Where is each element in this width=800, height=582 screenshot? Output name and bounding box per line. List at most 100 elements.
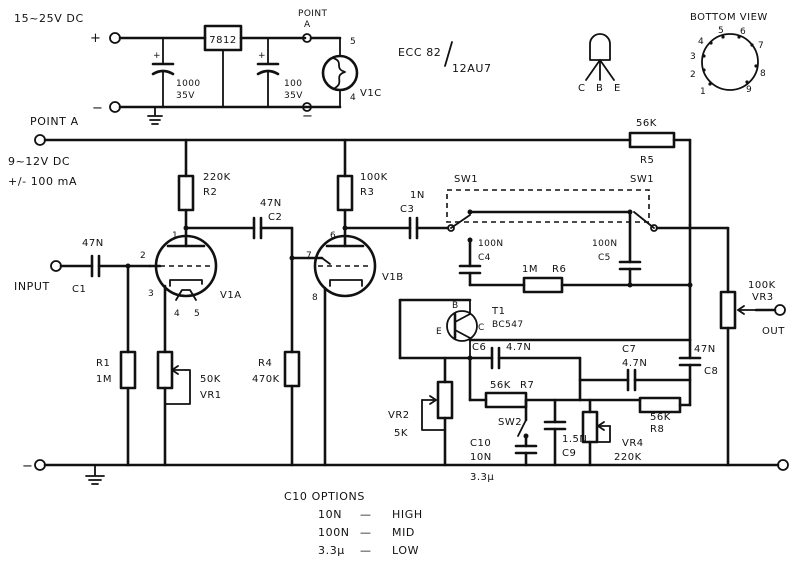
vr3-ref: VR3: [752, 292, 774, 303]
socket-pin-3: 3: [690, 52, 696, 62]
capacitor-c2: 47N C2: [252, 198, 282, 240]
r5-ref: R5: [640, 155, 654, 166]
supply-input-capacitor: + 1000 35V: [151, 37, 200, 108]
c6-value: 4.7N: [506, 342, 531, 353]
resistor-r2: 220K R2: [177, 138, 230, 212]
main-ground-symbol: [85, 464, 105, 485]
supply-minus-terminal: [109, 101, 121, 113]
tube-v1a: 1 2 3 4 5 V1A: [140, 208, 241, 354]
point-a-label: POINT A: [30, 115, 79, 128]
point-a-terminal: [34, 134, 46, 146]
pinout-c: C: [578, 83, 585, 94]
v1b-pin7: 7: [306, 251, 312, 261]
socket-pin-4: 4: [698, 37, 704, 47]
transistor-body-icon: [589, 33, 611, 61]
c8-ref: C8: [704, 366, 718, 377]
ground-left-minus: −: [22, 459, 34, 474]
main-circuit: POINT A 9~12V DC +/- 100 mA − 56K R5 INP…: [8, 115, 789, 485]
r8-ref: R8: [650, 424, 664, 435]
supply-plus-label: +: [90, 31, 102, 46]
c10-below-value: 3.3µ: [470, 472, 494, 483]
c10-option-dash: —: [360, 508, 372, 521]
c7-ref: C7: [622, 344, 636, 355]
c10-ref: C10: [470, 438, 491, 449]
v1a-pin3: 3: [148, 289, 154, 299]
tube-type-label: ECC 82 12AU7: [398, 41, 492, 75]
c10-option-dash: —: [360, 544, 372, 557]
input-terminal: [50, 260, 62, 272]
capacitor-c9: 1.5N C9: [543, 398, 587, 467]
r7-value: 56K: [490, 380, 511, 391]
v1a-pin2: 2: [140, 251, 146, 261]
t1-c-label: C: [478, 323, 485, 333]
c10-options-title: C10 OPTIONS: [284, 490, 365, 503]
supply-point-label: POINT: [298, 9, 327, 19]
heater-pin-bottom: 4: [350, 93, 356, 103]
heater-pin-top: 5: [350, 37, 356, 47]
supply-minus-label: −: [92, 101, 104, 116]
c5-value: 100N: [592, 239, 618, 249]
c10-option-setting: MID: [392, 526, 415, 539]
sw1-ref-right: SW1: [630, 174, 654, 185]
supply-plus-terminal: [109, 32, 121, 44]
c10-options-note: C10 OPTIONS 10N — HIGH 100N — MID 3.3µ —…: [284, 490, 422, 557]
resistor-r4: R4 470K: [252, 350, 301, 467]
socket-pin-2: 2: [690, 70, 696, 80]
v1a-pin4: 4: [174, 309, 180, 319]
sw2-ref: SW2: [498, 417, 522, 428]
switch-sw1: SW1 SW1: [446, 174, 730, 243]
capacitor-c7: C7 4.7N: [578, 344, 692, 392]
c10-option-dash: —: [360, 526, 372, 539]
v1b-ref: V1B: [382, 272, 404, 283]
c4-value: 100N: [478, 239, 504, 249]
pinout-b: B: [596, 83, 603, 94]
v1a-pin1: 1: [172, 231, 178, 241]
capacitor-c6: C6 4.7N: [468, 342, 582, 370]
supply-ground-symbol: [147, 106, 163, 125]
c4-ref: C4: [478, 253, 491, 263]
heater-v1c: 5 4 V1C: [321, 37, 381, 103]
c10-option-setting: LOW: [392, 544, 419, 557]
supply-output-capacitor: + 100 35V: [256, 37, 303, 108]
r4-value: 470K: [252, 374, 280, 385]
sw1-gang-link: [446, 189, 650, 223]
r6-value: 1M: [522, 264, 538, 275]
c2-value: 47N: [260, 198, 282, 209]
c1-ref: C1: [72, 284, 86, 295]
c8-value: 47N: [694, 344, 716, 355]
output-terminal: [774, 304, 786, 316]
c1-value: 47N: [82, 238, 104, 249]
t1-e-label: E: [436, 327, 442, 337]
c10-option-row: 100N — MID: [318, 526, 415, 539]
c10-option-value: 10N: [318, 508, 342, 521]
c7-value: 4.7N: [622, 358, 647, 369]
v1b-pin8: 8: [312, 293, 318, 303]
tube-type-line2: 12AU7: [452, 62, 492, 75]
c10-option-row: 3.3µ — LOW: [318, 544, 419, 557]
socket-pin-6: 6: [740, 27, 746, 37]
c9-value: 1.5N: [562, 434, 587, 445]
socket-pin-5: 5: [718, 26, 724, 36]
capacitor-c4: 100N C4: [458, 238, 504, 287]
tube-v1b: 6 7 8 V1B: [306, 208, 404, 467]
sw1-ref-left: SW1: [454, 174, 478, 185]
supply-output-minus: −: [302, 109, 314, 124]
socket-pin-1: 1: [700, 87, 706, 97]
potentiometer-vr3: 100K VR3 OUT: [719, 226, 786, 467]
vr1-value: 50K: [200, 374, 221, 385]
capacitor-c8: 47N C8: [678, 338, 718, 407]
r1-value: 1M: [96, 374, 112, 385]
voltage-regulator: 7812: [203, 24, 307, 108]
resistor-r8: 56K R8: [638, 396, 682, 435]
c10-value: 10N: [470, 452, 492, 463]
socket-outline: [701, 33, 759, 91]
r6-ref: R6: [552, 264, 566, 275]
supply-cap-out-value: 100: [284, 79, 302, 89]
input-label: INPUT: [14, 280, 50, 293]
supply-cap-out-plus: +: [258, 51, 266, 61]
output-label: OUT: [762, 326, 785, 337]
supply-input-label: 15~25V DC: [14, 12, 84, 25]
resistor-r5: 56K R5: [628, 118, 692, 227]
t1-type: BC547: [492, 320, 523, 330]
